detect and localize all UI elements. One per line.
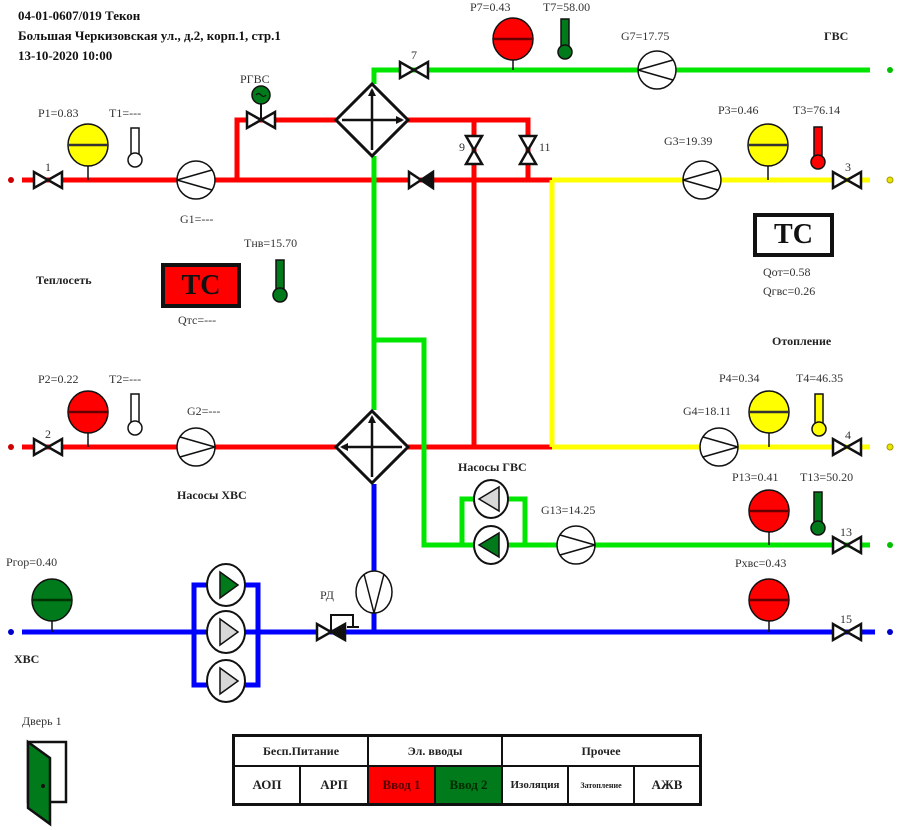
rd-label: РД — [320, 588, 334, 602]
g2-value: G2=--- — [187, 404, 221, 418]
heat-meter-left-label: ТС — [181, 269, 221, 301]
flowmeter-g3[interactable] — [682, 160, 722, 200]
g13-value: G13=14.25 — [541, 503, 596, 517]
valve-1-label: 1 — [45, 160, 51, 174]
hvs-pump-1[interactable] — [206, 563, 246, 607]
object-id: 04-01-0607/019 Текон — [18, 8, 141, 23]
pressure-gauge-p13[interactable] — [748, 489, 790, 545]
pressure-gauge-p1[interactable] — [67, 123, 109, 180]
supply-pipe — [8, 117, 552, 450]
heat-meter-left[interactable]: ТС — [161, 263, 241, 308]
p2-value: P2=0.22 — [38, 372, 79, 386]
t13-value: T13=50.20 — [800, 470, 854, 484]
heat-exchanger-hvs[interactable] — [334, 409, 410, 485]
pressure-gauge-phvs[interactable] — [748, 578, 790, 632]
otoplenie-label: Отопление — [772, 334, 832, 348]
pgor-value: Pгор=0.40 — [6, 555, 58, 569]
rgvs-label: РГВС — [240, 72, 270, 86]
p7-value: P7=0.43 — [470, 0, 511, 14]
t1-value: T1=--- — [109, 106, 142, 120]
t7-value: T7=58.00 — [543, 0, 591, 14]
g3-value: G3=19.39 — [664, 134, 713, 148]
hot-water-pipe — [371, 67, 893, 548]
valve-3-label: 3 — [845, 160, 851, 174]
valve-15-label: 15 — [840, 612, 852, 626]
status-input-2[interactable]: Ввод 2 — [434, 765, 503, 806]
thermometer-t13[interactable] — [810, 491, 826, 536]
status-arp[interactable]: АРП — [299, 765, 369, 806]
gvs-pump-1[interactable] — [473, 479, 509, 519]
group-inputs: Эл. вводы — [367, 734, 503, 767]
tnv-value: Tнв=15.70 — [244, 236, 298, 250]
gvs-label: ГВС — [824, 29, 849, 43]
phvs-value: Pхвс=0.43 — [735, 556, 787, 570]
p13-value: P13=0.41 — [732, 470, 779, 484]
g7-value: G7=17.75 — [621, 29, 670, 43]
valve-4-label: 4 — [845, 428, 851, 442]
status-aop[interactable]: АОП — [232, 765, 301, 806]
pressure-gauge-p4[interactable] — [748, 390, 790, 447]
valve-9[interactable] — [464, 134, 484, 166]
rgvs-valve[interactable] — [245, 85, 277, 130]
q-gvs-value: Qгвс=0.26 — [763, 284, 816, 298]
status-azhv[interactable]: АЖВ — [633, 765, 702, 806]
pressure-gauge-p3[interactable] — [747, 123, 789, 180]
p1-value: P1=0.83 — [38, 106, 79, 120]
door-label: Дверь 1 — [22, 714, 62, 728]
valve-7-label: 7 — [411, 48, 417, 62]
hvs-label: ХВС — [14, 652, 40, 666]
flowmeter-g2[interactable] — [176, 427, 216, 467]
pressure-gauge-p2[interactable] — [67, 390, 109, 447]
check-valve[interactable] — [407, 169, 435, 191]
nasosy-gvs-label: Насосы ГВС — [458, 460, 527, 474]
pressure-gauge-p7[interactable] — [492, 17, 534, 70]
flowmeter-hvs[interactable] — [355, 570, 393, 614]
g1-value: G1=--- — [180, 212, 214, 226]
thermometer-t3[interactable] — [810, 126, 826, 170]
flowmeter-g7[interactable] — [637, 50, 677, 90]
valve-9-label: 9 — [459, 140, 465, 154]
flowmeter-g4[interactable] — [699, 427, 739, 467]
valve-7[interactable] — [398, 60, 430, 80]
pressure-regulator-rd[interactable] — [315, 614, 359, 643]
valve-11-label: 11 — [539, 140, 551, 154]
group-power: Бесп.Питание — [232, 734, 369, 767]
flowmeter-g13[interactable] — [556, 525, 596, 565]
status-panel: Бесп.Питание Эл. вводы Прочее АОП АРП Вв… — [232, 734, 702, 806]
timestamp: 13-10-2020 10:00 — [18, 48, 113, 63]
status-input-1[interactable]: Ввод 1 — [367, 765, 436, 806]
heat-exchanger-gvs[interactable] — [334, 82, 410, 158]
heat-meter-right-label: ТС — [774, 219, 813, 250]
valve-11[interactable] — [518, 134, 538, 166]
t2-value: T2=--- — [109, 372, 142, 386]
status-insulation[interactable]: Изоляция — [501, 765, 569, 806]
q-ot-value: Qот=0.58 — [763, 265, 811, 279]
g4-value: G4=18.11 — [683, 404, 731, 418]
thermometer-t2[interactable] — [127, 393, 143, 436]
hvs-pump-2[interactable] — [206, 610, 246, 654]
t4-value: T4=46.35 — [796, 371, 844, 385]
door-open-icon[interactable] — [24, 738, 74, 828]
heat-meter-right[interactable]: ТС — [753, 213, 834, 257]
valve-2-label: 2 — [45, 427, 51, 441]
group-other: Прочее — [501, 734, 702, 767]
flowmeter-g1[interactable] — [176, 160, 216, 200]
q-tc-value: Qтс=--- — [178, 313, 217, 327]
gvs-pump-2[interactable] — [473, 525, 509, 565]
status-flooding[interactable]: Затопление — [567, 765, 635, 806]
hvs-pump-3[interactable] — [206, 659, 246, 703]
thermometer-t4[interactable] — [811, 393, 827, 437]
nasosy-hvs-label: Насосы ХВС — [177, 488, 247, 502]
object-address: Большая Черкизовская ул., д.2, корп.1, с… — [18, 28, 281, 43]
t3-value: T3=76.14 — [793, 103, 841, 117]
p4-value: P4=0.34 — [719, 371, 760, 385]
thermometer-tnv[interactable] — [272, 259, 288, 303]
valve-13-label: 13 — [840, 525, 852, 539]
thermometer-t7[interactable] — [557, 18, 573, 60]
thermometer-t1[interactable] — [127, 127, 143, 168]
teploset-label: Теплосеть — [36, 273, 92, 287]
p3-value: P3=0.46 — [718, 103, 759, 117]
pressure-gauge-pgor[interactable] — [31, 578, 73, 632]
